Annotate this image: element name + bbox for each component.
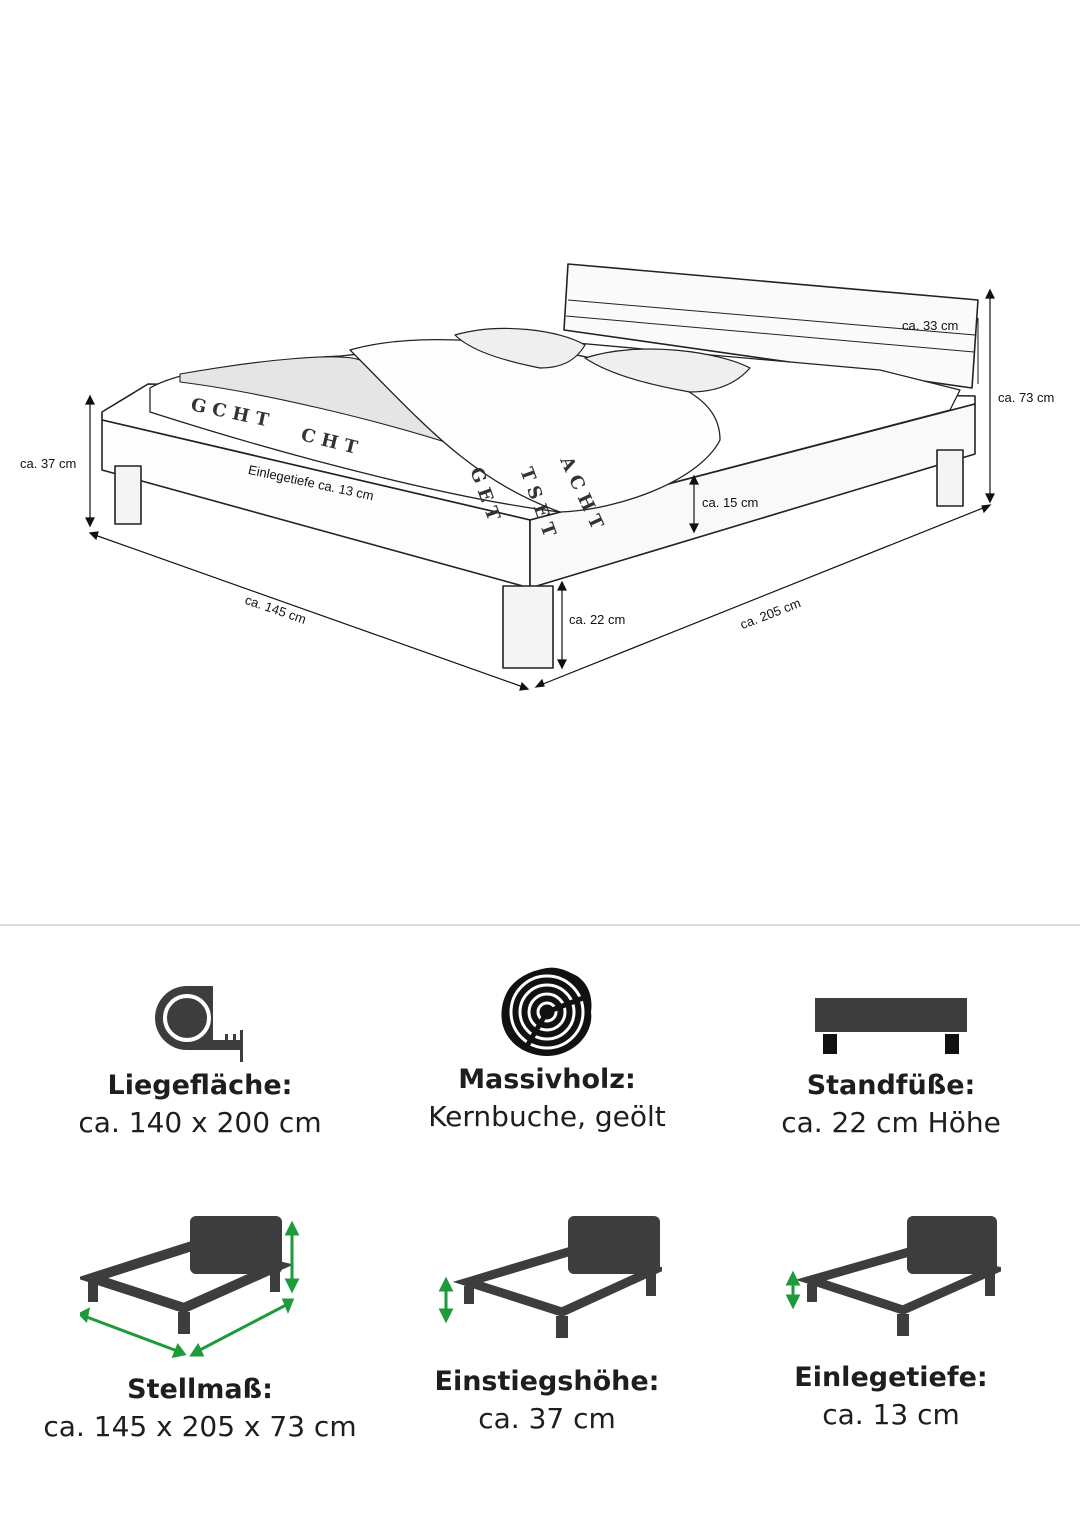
tape-measure-icon — [155, 986, 243, 1062]
feature-value: ca. 37 cm — [478, 1402, 616, 1435]
feature-title: Liegefläche: — [107, 1070, 293, 1101]
feature-liegeflaeche: Liegefläche: ca. 140 x 200 cm — [20, 978, 380, 1142]
dimension-headboard-panel-33: ca. 33 cm — [902, 318, 959, 333]
feature-massivholz: Massivholz: Kernbuche, geölt — [367, 962, 727, 1136]
dimension-headboard-73: ca. 73 cm — [998, 390, 1055, 405]
bed-feet-icon — [815, 998, 967, 1054]
feature-value: ca. 22 cm Höhe — [781, 1106, 1001, 1139]
feature-value: Kernbuche, geölt — [428, 1100, 666, 1133]
feature-einstiegshoehe: Einstiegshöhe: ca. 37 cm — [367, 1214, 727, 1438]
feature-stellmass: Stellmaß: ca. 145 x 205 x 73 cm — [20, 1212, 380, 1446]
bed-technical-drawing: G C H T C H T G E T T S E T A C H T — [20, 263, 1055, 691]
feature-value: ca. 13 cm — [822, 1398, 960, 1431]
section-divider — [0, 924, 1080, 926]
feature-value: ca. 140 x 200 cm — [78, 1106, 322, 1139]
feature-title: Massivholz: — [458, 1064, 636, 1095]
feature-einlegetiefe: Einlegetiefe: ca. 13 cm — [711, 1214, 1071, 1434]
wood-log-icon — [501, 967, 592, 1056]
bed-outer-dimensions-icon — [80, 1216, 300, 1359]
bed-entry-height-icon — [438, 1216, 662, 1338]
feature-title: Einlegetiefe: — [794, 1362, 988, 1393]
dimension-frame-15: ca. 15 cm — [702, 495, 759, 510]
bed-sketch: G C H T C H T G E T T S E T A C H T — [85, 263, 995, 691]
feature-title: Stellmaß: — [127, 1374, 273, 1405]
dimension-feet-22: ca. 22 cm — [569, 612, 626, 627]
feature-standfuesse: Standfüße: ca. 22 cm Höhe — [711, 994, 1071, 1142]
feature-value: ca. 145 x 205 x 73 cm — [43, 1410, 357, 1443]
feature-title: Einstiegshöhe: — [434, 1366, 660, 1397]
dimension-height-37: ca. 37 cm — [20, 456, 77, 471]
feature-title: Standfüße: — [806, 1070, 976, 1101]
bed-insert-depth-icon — [785, 1216, 1001, 1336]
